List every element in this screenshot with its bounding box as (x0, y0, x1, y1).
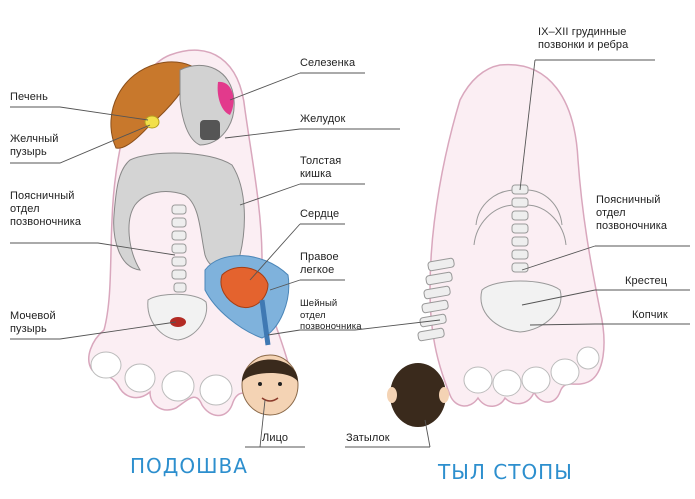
bladder-organ (170, 317, 186, 327)
sole-toe-4 (199, 374, 233, 406)
back-foot-outline (429, 63, 605, 407)
back-toe-5 (576, 346, 600, 370)
face-illustration (241, 354, 299, 416)
label-occiput: Затылок (346, 432, 390, 444)
label-stomach: Желудок (300, 113, 346, 125)
label-heart: Сердце (300, 208, 340, 220)
back-toe-3 (521, 366, 551, 394)
label-gallbladder: Желчный пузырь (10, 133, 59, 158)
sole-toe-3 (161, 370, 195, 402)
label-spleen: Селезенка (300, 57, 356, 69)
label-cervical-spine: Шейный отдел позвоночника (300, 298, 362, 332)
neck-spine (259, 299, 271, 346)
back-ribs (473, 189, 567, 246)
stomach-detail (200, 120, 220, 140)
label-face: Лицо (262, 432, 289, 444)
sole-toe-1 (90, 351, 122, 379)
caption-back-of-foot: ТЫЛ СТОПЫ (438, 460, 573, 484)
sole-spine (171, 204, 187, 293)
spleen-organ (217, 81, 234, 115)
back-of-head (387, 363, 449, 427)
gallbladder-organ (144, 115, 160, 129)
caption-sole: ПОДОШВА (130, 454, 248, 478)
back-pelvis (480, 280, 562, 333)
label-colon: Толстая кишка (300, 155, 342, 180)
label-bladder: Мочевой пузырь (10, 310, 56, 335)
sole-foot (88, 49, 299, 417)
colon-organ (113, 152, 245, 271)
back-foot (387, 63, 605, 427)
back-toe-4 (550, 358, 580, 386)
back-spine (511, 184, 529, 273)
label-coccyx: Копчик (632, 309, 668, 321)
label-thoracic-vertebrae: IX–XII грудинные позвонки и ребра (538, 26, 629, 51)
label-sacrum: Крестец (625, 275, 668, 287)
label-liver: Печень (10, 91, 48, 103)
label-lumbar-spine-sole: Поясничный отдел позвоночника (10, 190, 82, 228)
back-toe-2 (492, 369, 522, 397)
sole-toe-2 (124, 363, 156, 393)
back-neck-spine (417, 257, 455, 342)
leader-lines (10, 59, 690, 448)
label-right-lung: Правое легкое (300, 251, 339, 276)
back-toe-1 (463, 366, 493, 394)
label-lumbar-spine-back: Поясничный отдел позвоночника (596, 194, 668, 232)
